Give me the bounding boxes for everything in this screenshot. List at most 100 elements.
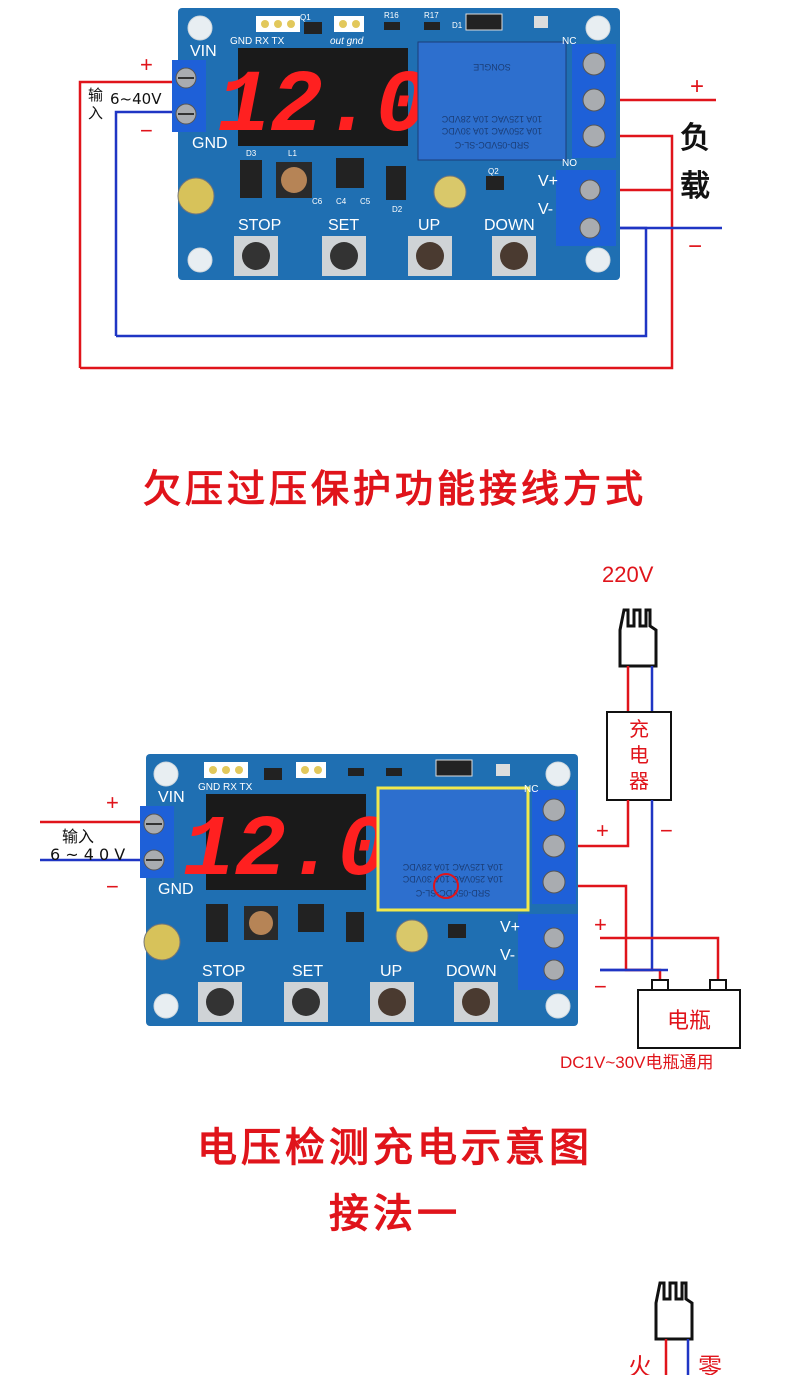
d2-label: D2: [392, 205, 403, 214]
relay-highlight: [376, 786, 530, 912]
up-button-2: [370, 982, 414, 1022]
wiring-diagram-2: 220V 充 电 器 GND RX TX: [40, 562, 741, 1072]
battery-label: 电瓶: [667, 1008, 711, 1033]
input-label-char-1: 输: [88, 86, 103, 104]
charger-char-1: 充: [629, 718, 649, 741]
loop-red-wire: [80, 134, 674, 370]
nc-label-2: NC: [524, 784, 538, 795]
header-label-2: GND RX TX: [198, 782, 253, 793]
mount-hole: [585, 15, 611, 41]
relay-rating-2-2: 10A 125VAC 10A 28VDC: [402, 862, 503, 872]
set-button: [322, 236, 366, 276]
out-gnd-label: out gnd: [330, 36, 364, 47]
gnd-label: GND: [192, 135, 228, 152]
seven-segment-display-2: [206, 794, 366, 890]
input-plus-sign-2: +: [106, 790, 119, 815]
header-label: GND RX TX: [230, 36, 285, 47]
q2-label: Q2: [488, 167, 499, 176]
relay: [417, 41, 567, 161]
relay-model: SRD-05VDC-SL-C: [454, 140, 529, 150]
input-range-2: 6 ~ 4 0 V: [50, 845, 125, 864]
l1-label: L1: [288, 149, 297, 158]
mount-hole: [585, 247, 611, 273]
input-minus-sign: −: [140, 118, 153, 143]
stop-button-2: [198, 982, 242, 1022]
charger-plus-sign: +: [596, 818, 609, 843]
c5-label: C5: [360, 197, 371, 206]
relay-rating-1: 10A 250VAC 10A 30VDC: [441, 126, 542, 136]
input-voltage-range: 6~40V: [110, 90, 162, 108]
vin-label-2: VIN: [158, 789, 185, 806]
relay-brand: SONGLE: [473, 62, 511, 72]
load-plus-sign: +: [690, 73, 704, 100]
input-positive-wire: [78, 80, 180, 368]
vminus-label-2: V-: [500, 947, 515, 964]
r16-label: R16: [384, 11, 399, 20]
input-plus-sign: +: [140, 52, 153, 77]
method-one-title: 接法一: [329, 1191, 461, 1237]
load-minus-sign: −: [688, 233, 702, 260]
battery-voltage-note: DC1V~30V电瓶通用: [560, 1053, 714, 1072]
wiring-diagram-3: 火 零: [628, 1281, 722, 1375]
set-button-2: [284, 982, 328, 1022]
relay-model-2: SRD-05VDC-SL-C: [415, 888, 490, 898]
stop-label: STOP: [238, 217, 281, 234]
input-label-2: 输入: [62, 827, 94, 846]
charger-char-3: 器: [629, 771, 649, 793]
down-button: [492, 236, 536, 276]
neutral-wire-label: 零: [698, 1354, 722, 1375]
load-label-char-2: 载: [680, 169, 710, 204]
relay-board-2: GND RX TX VIN GND 12.0 SRD-05VDC-SL-C 10…: [140, 754, 578, 1026]
no-label: NO: [562, 158, 577, 169]
undervoltage-overvoltage-title: 欠压过压保护功能接线方式: [142, 467, 647, 511]
set-label-2: SET: [292, 963, 323, 980]
live-wire-label: 火: [628, 1354, 652, 1375]
q1-label: Q1: [300, 13, 311, 22]
mains-plug-icon-2: [654, 1281, 694, 1341]
relay-contact-highlight: [433, 873, 459, 899]
c6-label: C6: [312, 197, 323, 206]
c4-label: C4: [336, 197, 347, 206]
charger-box: [606, 711, 672, 801]
capacitor: [177, 177, 215, 215]
relay-rating-2: 10A 125VAC 10A 28VDC: [441, 114, 542, 124]
relay-rating-1-2: 10A 250VAC 10A 30VDC: [402, 874, 503, 884]
mount-hole: [187, 247, 213, 273]
load-label-char-1: 负: [680, 121, 710, 156]
relay-board-1: GND RX TX Q1 out gnd R16 R17 D1 VIN GND …: [172, 8, 620, 280]
mains-voltage-label: 220V: [602, 562, 654, 587]
down-label: DOWN: [484, 217, 535, 234]
set-label: SET: [328, 217, 359, 234]
charging-diagram-title: 电压检测充电示意图: [197, 1125, 593, 1171]
r17-label: R17: [424, 11, 439, 20]
ic-chip: [336, 158, 364, 188]
display-reading: 12.0: [217, 58, 428, 157]
nc-label: NC: [562, 36, 576, 47]
seven-segment-display: [238, 48, 408, 146]
up-label: UP: [418, 217, 440, 234]
mains-plug-icon: [618, 608, 658, 668]
charger-minus-sign: −: [660, 818, 673, 843]
vin-label: VIN: [190, 43, 217, 60]
input-label-char-2: 入: [88, 104, 103, 122]
mount-hole: [187, 15, 213, 41]
display-reading-2: 12.0: [183, 802, 389, 900]
down-button-2: [454, 982, 498, 1022]
battery-icon: [637, 979, 741, 1049]
gnd-label-2: GND: [158, 881, 194, 898]
stop-label-2: STOP: [202, 963, 245, 980]
vminus-label: V-: [538, 201, 553, 218]
d1-label: D1: [452, 21, 463, 30]
charger-char-2: 电: [629, 744, 649, 767]
up-label-2: UP: [380, 963, 402, 980]
diagram1-wires: [78, 80, 722, 370]
battery-plus-sign: +: [594, 912, 607, 937]
battery-minus-sign: −: [594, 974, 607, 999]
input-minus-sign-2: −: [106, 874, 119, 899]
vplus-label-2: V+: [500, 919, 520, 936]
wiring-diagram-1: GND RX TX Q1 out gnd R16 R17 D1 VIN GND …: [78, 8, 722, 370]
vplus-label: V+: [538, 173, 558, 190]
up-button: [408, 236, 452, 276]
down-label-2: DOWN: [446, 963, 497, 980]
input-negative-wire: [114, 110, 180, 336]
